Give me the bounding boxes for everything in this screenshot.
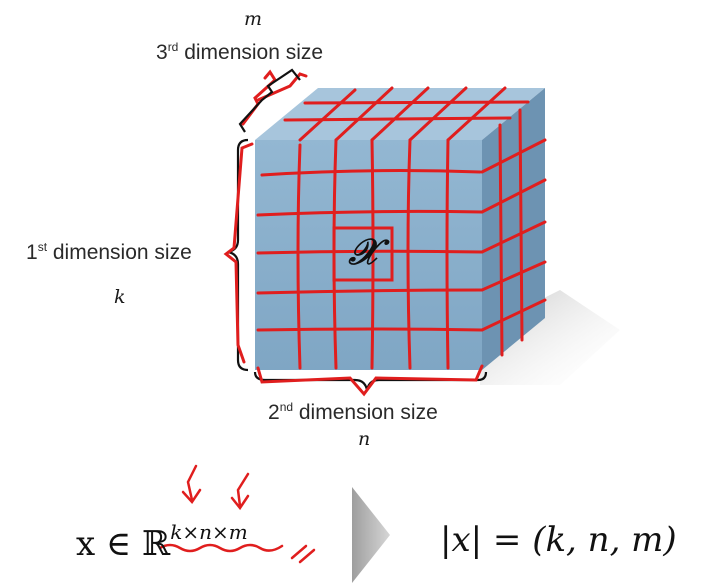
implies-arrow (352, 487, 390, 583)
membership-formula-exponent: k×n×m (170, 520, 248, 544)
dim3-label-suffix: rd (167, 40, 179, 54)
dim2-variable: n (358, 428, 371, 450)
dim3-variable: m (244, 8, 263, 30)
formula-annotations (158, 464, 316, 564)
dim3-label-text: dimension size (178, 41, 324, 64)
cube-side-face (482, 88, 545, 370)
dim1-label-suffix: st (37, 240, 48, 254)
shape-formula: |x| = (k, n, m) (440, 520, 677, 560)
dim2-label: 2nd dimension size (268, 400, 438, 425)
front-grid (256, 138, 484, 370)
cube-front-face (255, 140, 482, 370)
dim2-label-number: 2 (268, 401, 280, 424)
top-grid (283, 86, 530, 142)
dim3-label-number: 3 (156, 41, 168, 64)
dim2-label-suffix: nd (279, 400, 294, 414)
dim1-red-brace (223, 142, 254, 364)
element-highlight-box (332, 226, 394, 282)
dim1-variable: k (114, 286, 126, 308)
tensor-element-symbol: 𝒳 (348, 231, 380, 273)
membership-formula: x ∈ ℝk×n×m (76, 520, 248, 564)
dim2-red-brace (256, 364, 484, 397)
dim3-brace (238, 68, 301, 133)
dim1-label-number: 1 (26, 241, 38, 264)
dim1-label-text: dimension size (47, 241, 192, 264)
dim3-label: 3rd dimension size (156, 40, 323, 65)
dim2-label-text: dimension size (293, 401, 438, 424)
dim1-label: 1st dimension size (26, 240, 192, 265)
side-grid (480, 108, 547, 357)
membership-formula-lhs: x ∈ ℝ (76, 524, 171, 564)
